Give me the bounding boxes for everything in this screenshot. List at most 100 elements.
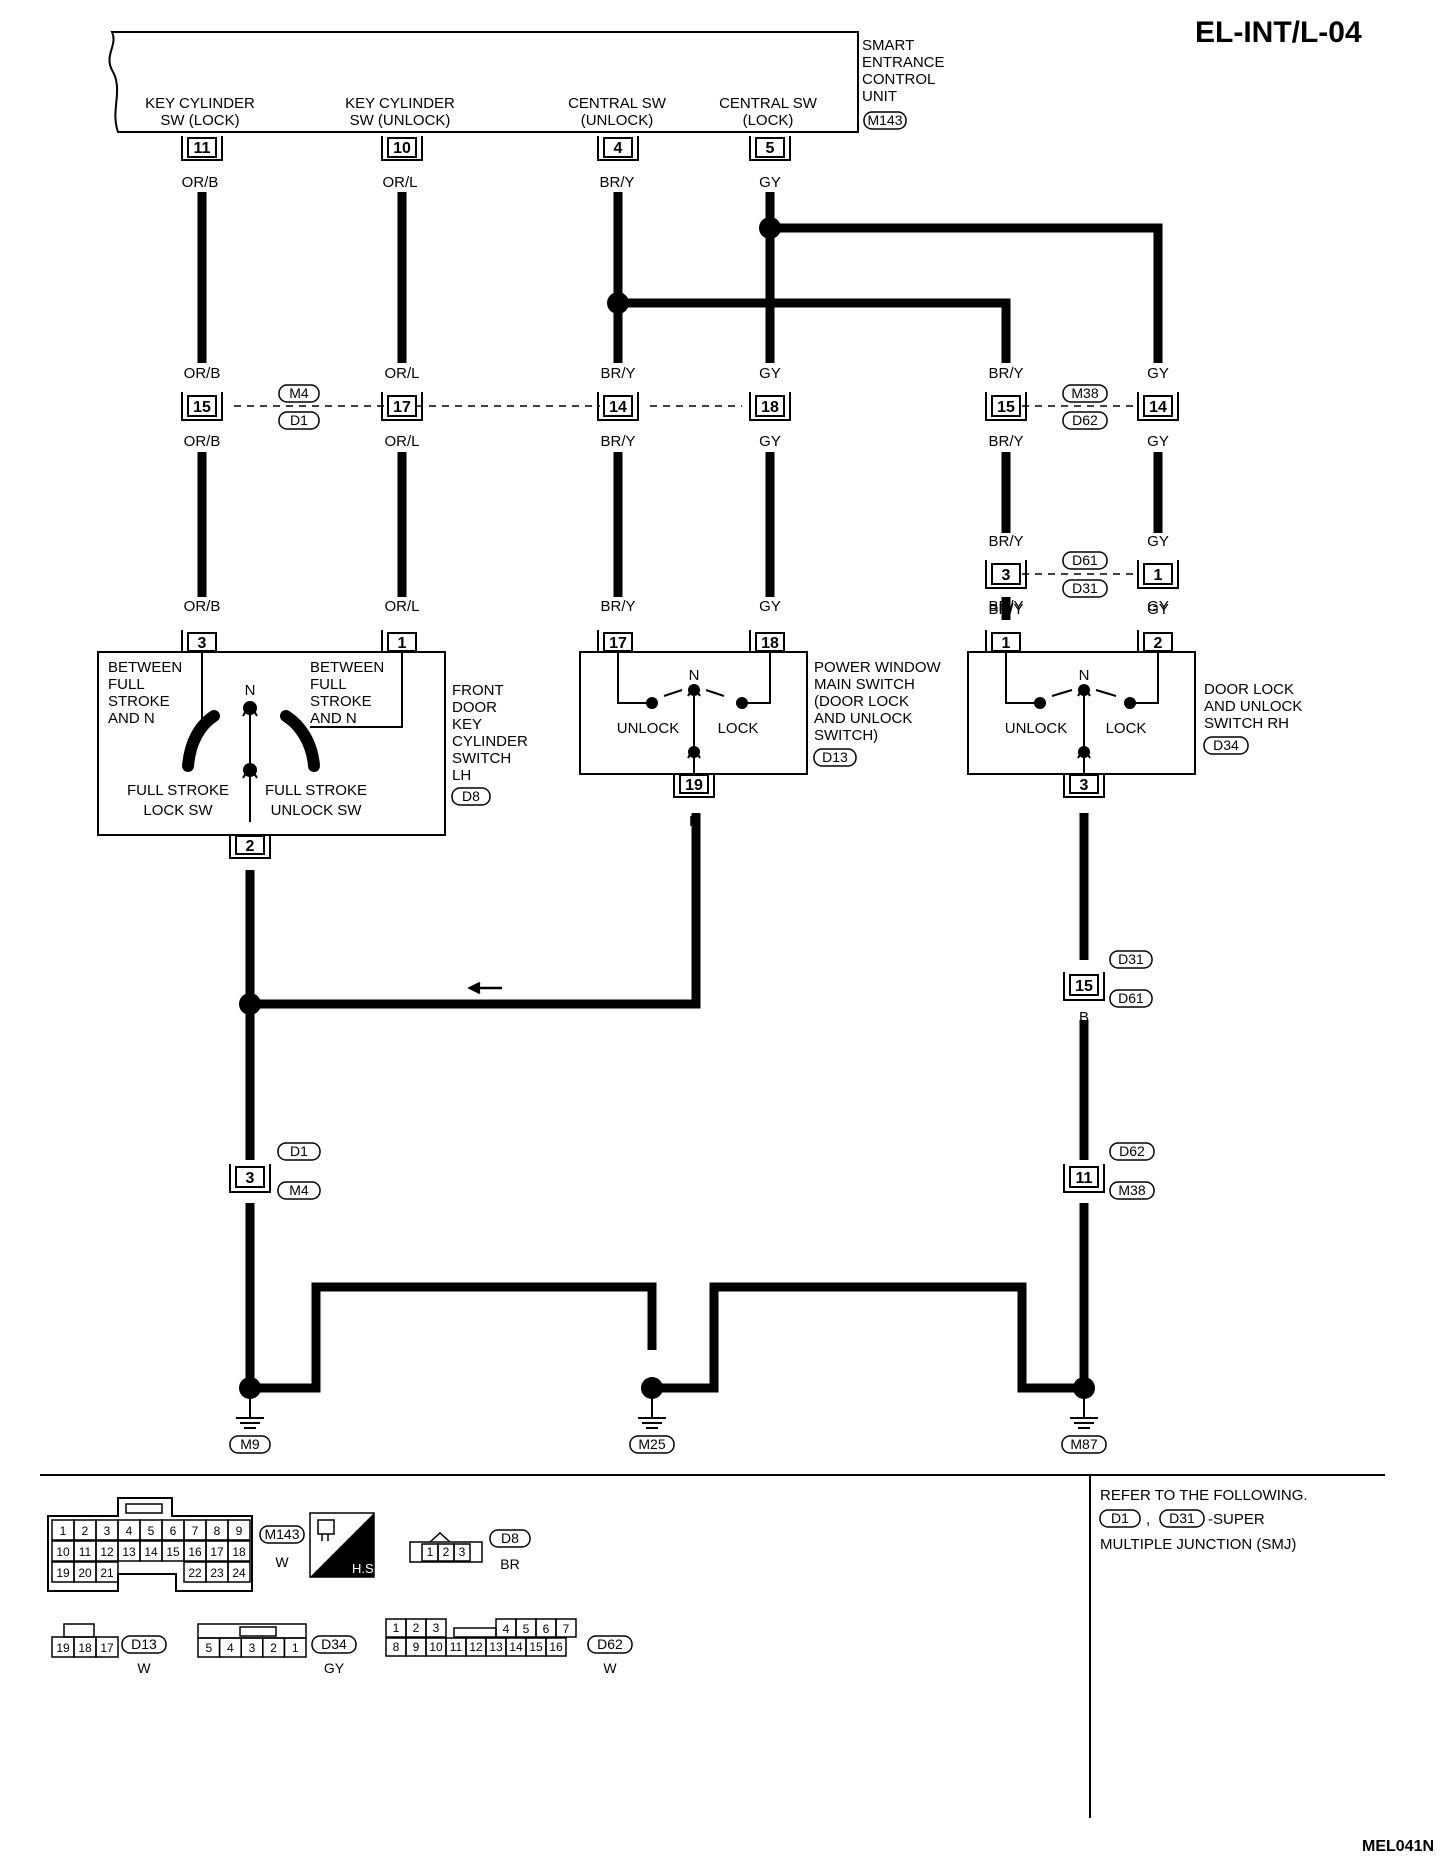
cavity-number: 1 bbox=[393, 1621, 400, 1635]
wire-color: OR/L bbox=[384, 365, 419, 382]
connector-cavity bbox=[227, 1561, 251, 1583]
wire-color: OR/B bbox=[184, 365, 221, 382]
cavity-number: 1 bbox=[292, 1641, 299, 1655]
ground-m9: M9 bbox=[229, 1399, 271, 1454]
neutral-label: N bbox=[689, 667, 700, 684]
cavity-number: 21 bbox=[100, 1566, 114, 1580]
cavity-number: 14 bbox=[144, 1545, 158, 1559]
wire-color: GY bbox=[1147, 598, 1169, 615]
wire-color: BR/Y bbox=[988, 365, 1023, 382]
door-lock-unlock-switch-rh: BR/Y GY 1 2 N UNLOCK LOCK DOOR LOCK AND … bbox=[967, 598, 1302, 830]
unlock-label: UNLOCK bbox=[617, 720, 680, 737]
cavity-number: 24 bbox=[232, 1566, 246, 1580]
connector-cavity bbox=[227, 1540, 251, 1562]
pin-number: 11 bbox=[1076, 1170, 1093, 1187]
cavity-number: 9 bbox=[236, 1524, 243, 1538]
wire-color: BR/Y bbox=[988, 533, 1023, 550]
cavity-number: 1 bbox=[427, 1545, 434, 1559]
switch-label: LOCK SW bbox=[143, 802, 213, 819]
component-name: SWITCH) bbox=[814, 727, 878, 744]
cavity-number: 3 bbox=[459, 1545, 466, 1559]
connector-tag: D1 bbox=[290, 1143, 308, 1159]
cavity-number: 12 bbox=[100, 1545, 114, 1559]
junction-d62-m38: B 11 B D62 M38 bbox=[1063, 1132, 1155, 1218]
terminal-label: (LOCK) bbox=[743, 112, 794, 129]
cu-pin: 11 bbox=[181, 136, 223, 161]
switch-label: FULL bbox=[310, 676, 347, 693]
wire-color: OR/B bbox=[182, 174, 219, 191]
connector-tag: D13 bbox=[131, 1636, 157, 1652]
component-name: SWITCH RH bbox=[1204, 715, 1289, 732]
wire-color: BR/Y bbox=[600, 365, 635, 382]
wire-color: OR/L bbox=[384, 598, 419, 615]
junction-d61-d31: 3 1 D61 D31 BR/Y BR/Y GY GY bbox=[985, 533, 1179, 618]
cavity-number: 16 bbox=[549, 1640, 563, 1654]
component-name: AND UNLOCK bbox=[1204, 698, 1302, 715]
wire-color: B bbox=[689, 813, 699, 830]
connector-tag: M38 bbox=[1071, 385, 1098, 401]
reference-text: REFER TO THE FOLLOWING. bbox=[1100, 1487, 1308, 1504]
connector-tag: D13 bbox=[822, 749, 848, 765]
cavity-number: 11 bbox=[450, 1640, 463, 1654]
switch-label: BETWEEN bbox=[310, 659, 384, 676]
connector-tag: M4 bbox=[289, 1182, 309, 1198]
cavity-number: 23 bbox=[210, 1566, 224, 1580]
connector-tag: M4 bbox=[289, 385, 309, 401]
connector-tag: D61 bbox=[1118, 990, 1144, 1006]
junction-d1-m4: B 3 B D1 M4 bbox=[229, 1132, 321, 1218]
connector-cavity bbox=[283, 1637, 307, 1658]
cu-name-line: ENTRANCE bbox=[862, 54, 945, 71]
wire-color: B bbox=[245, 873, 255, 890]
connector-tag: D62 bbox=[1119, 1143, 1145, 1159]
cavity-number: 14 bbox=[509, 1640, 523, 1654]
connector-color: W bbox=[603, 1660, 617, 1676]
cavity-number: 2 bbox=[270, 1641, 277, 1655]
wire-color: B bbox=[1079, 1132, 1089, 1149]
switch-label: AND N bbox=[310, 710, 357, 727]
component-name: DOOR bbox=[452, 699, 497, 716]
cavity-number: 15 bbox=[166, 1545, 180, 1559]
connector-tag: M143 bbox=[264, 1526, 299, 1542]
cavity-number: 6 bbox=[543, 1622, 550, 1636]
wire-color: GY bbox=[759, 174, 781, 191]
terminal-label: SW (UNLOCK) bbox=[350, 112, 451, 129]
cavity-number: 18 bbox=[78, 1641, 92, 1655]
terminal-label: KEY CYLINDER bbox=[145, 95, 255, 112]
wire-color: BR/Y bbox=[988, 601, 1023, 618]
wires bbox=[197, 192, 1163, 1393]
power-window-main-switch: BR/Y GY 17 18 N UNLOCK LOCK POWER WINDOW… bbox=[579, 598, 941, 830]
cavity-number: 3 bbox=[104, 1524, 111, 1538]
pin-number: 11 bbox=[194, 140, 211, 157]
pin-number: 17 bbox=[393, 399, 411, 416]
neutral-label: N bbox=[1079, 667, 1090, 684]
wire-color: B bbox=[1079, 813, 1089, 830]
wire-color: BR/Y bbox=[599, 174, 634, 191]
wire-color: B bbox=[311, 1336, 321, 1353]
cavity-number: 20 bbox=[78, 1566, 92, 1580]
cavity-number: 19 bbox=[56, 1566, 70, 1580]
terminal-label: SW (LOCK) bbox=[160, 112, 239, 129]
smj-reference: REFER TO THE FOLLOWING. D1 , D31 -SUPER … bbox=[1099, 1487, 1308, 1553]
pin-number: 14 bbox=[609, 399, 627, 416]
cavity-number: 10 bbox=[56, 1545, 70, 1559]
wire-color: B bbox=[1079, 1336, 1089, 1353]
cavity-number: 8 bbox=[214, 1524, 221, 1538]
connector-cavity bbox=[95, 1636, 119, 1658]
pin-number: 14 bbox=[1149, 399, 1167, 416]
page-title: EL-INT/L-04 bbox=[1195, 16, 1362, 49]
cavity-number: 8 bbox=[393, 1640, 400, 1654]
cavity-number: 13 bbox=[122, 1545, 136, 1559]
pin-number: 17 bbox=[609, 635, 627, 652]
connector-tag: D62 bbox=[597, 1636, 623, 1652]
component-name: CYLINDER bbox=[452, 733, 528, 750]
splice-points bbox=[239, 217, 1095, 1399]
component-name: DOOR LOCK bbox=[1204, 681, 1294, 698]
hs-label: H.S. bbox=[352, 1561, 377, 1576]
cavity-number: 7 bbox=[192, 1524, 199, 1538]
junction-m4-d1: 15 17 14 18 M4 D1 OR/B OR/B OR/L OR/L BR… bbox=[181, 365, 791, 450]
wire-color: BR/Y bbox=[600, 598, 635, 615]
current-flow-arrow bbox=[467, 981, 502, 995]
connector-tag: D31 bbox=[1072, 580, 1098, 596]
